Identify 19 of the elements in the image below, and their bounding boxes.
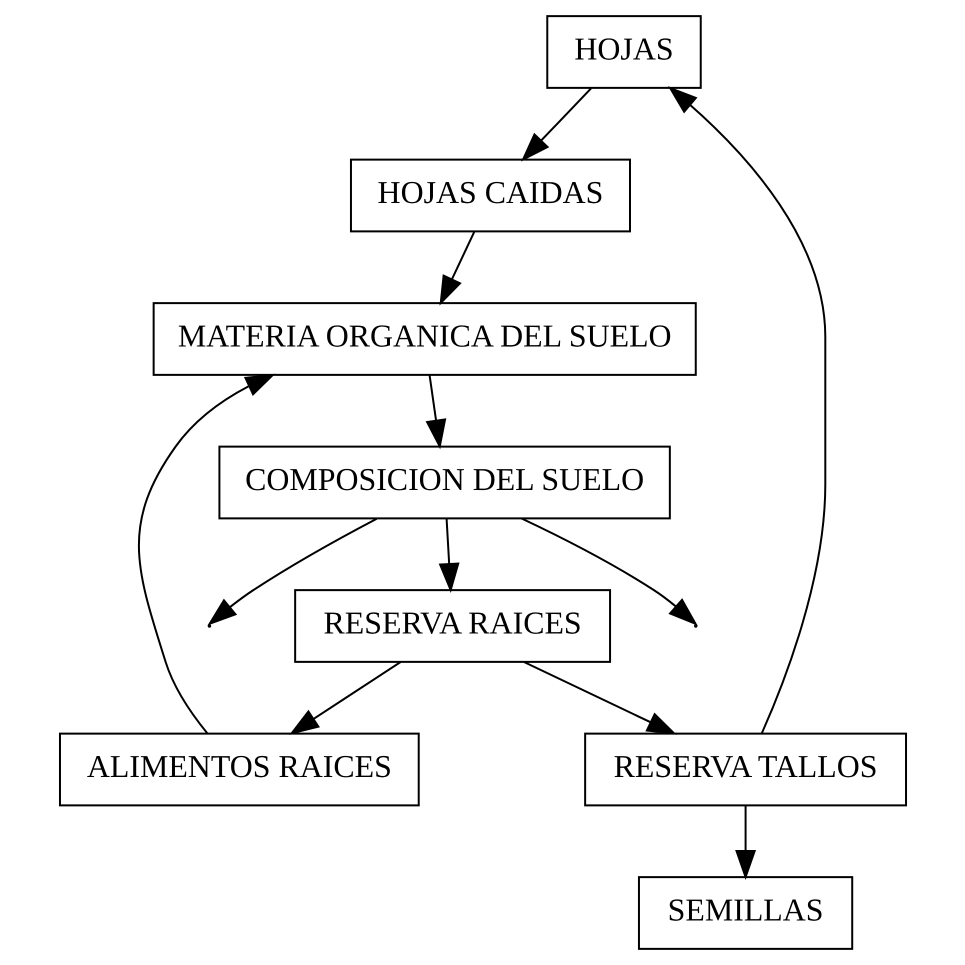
node-box: ALIMENTOS RAICES — [58, 732, 420, 806]
arrow — [734, 806, 756, 880]
node-box: RESERVA RAICES — [294, 589, 611, 663]
node-box: COMPOSICION DEL SUELO — [218, 446, 670, 520]
arrow — [438, 518, 460, 593]
arrow — [667, 86, 826, 734]
arrow — [438, 232, 475, 306]
node-box: MATERIA ORGANICA DEL SUELO — [152, 302, 696, 376]
arrow — [206, 518, 377, 626]
arrow — [288, 661, 400, 735]
arrow — [523, 661, 676, 735]
arrow — [520, 88, 592, 162]
arrow — [425, 375, 446, 450]
node-box: RESERVA TALLOS — [584, 732, 907, 806]
node-box: SEMILLAS — [637, 876, 853, 950]
arrow — [138, 374, 275, 734]
node-box: HOJAS — [546, 15, 702, 89]
arrow — [520, 518, 698, 626]
node-box: HOJAS CAIDAS — [349, 158, 630, 232]
